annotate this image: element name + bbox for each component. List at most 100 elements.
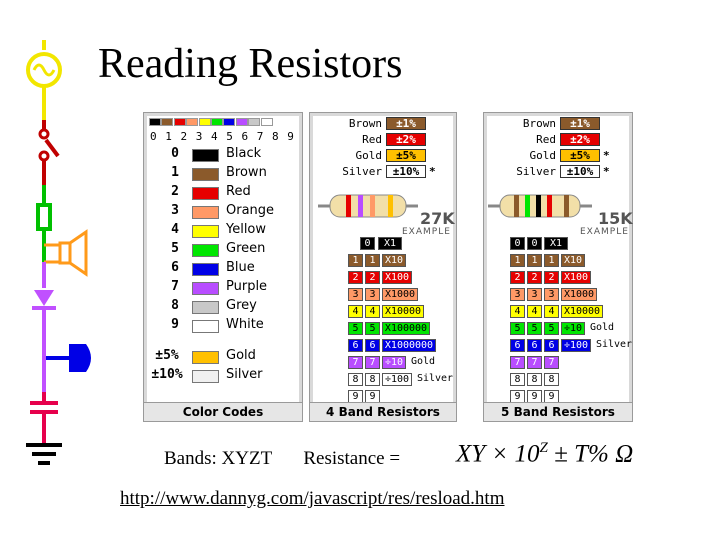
band-cell: 5: [544, 322, 559, 335]
band-cell: ÷100: [561, 339, 591, 352]
tolerance-row: Silver±10%*: [310, 165, 456, 179]
four-band-footer: 4 Band Resistors: [310, 402, 456, 421]
color-bar-swatch: [235, 118, 248, 126]
band-cell: 5: [348, 322, 363, 335]
band-cell: 6: [510, 339, 525, 352]
header-cell: 0: [527, 237, 542, 250]
color-name: Orange: [226, 203, 275, 218]
color-codes-footer: Color Codes: [144, 402, 302, 421]
band-cell: 3: [544, 288, 559, 301]
header-cell: X1: [544, 237, 568, 250]
resistor-icon: [36, 185, 52, 262]
tolerance-row: Gold±5%*: [484, 149, 630, 163]
tolerance-row: Silver±10%*: [484, 165, 630, 179]
band-cell: 3: [510, 288, 525, 301]
band-cell: X10000: [561, 305, 603, 318]
tolerance-box: ±1%: [386, 117, 426, 130]
tolerance-label: Brown: [348, 117, 382, 130]
band-cell: X1000000: [382, 339, 436, 352]
tolerance-label: Gold: [355, 149, 383, 162]
band-cell: 4: [527, 305, 542, 318]
color-name: Silver: [226, 367, 263, 382]
color-bar-swatch: [161, 118, 174, 126]
color-name: Grey: [226, 298, 257, 313]
tolerance-label: Silver: [516, 165, 556, 178]
tolerance-row: Red±2%: [310, 133, 456, 147]
capacitor-icon: [30, 392, 58, 445]
digits-label: 0 1 2 3 4 5 6 7 8 9: [150, 130, 295, 143]
tolerance-label: Red: [362, 133, 382, 146]
color-bar-swatch: [149, 118, 161, 126]
band-cell: X10000: [382, 305, 424, 318]
color-code-row: 0 Black: [144, 146, 302, 165]
band-cell: 4: [544, 305, 559, 318]
band-cell: 6: [544, 339, 559, 352]
color-digit: 8: [171, 298, 179, 313]
color-name: Brown: [226, 165, 267, 180]
band-cell: X1000: [561, 288, 597, 301]
tolerance-box: ±1%: [560, 117, 600, 130]
color-swatch: [192, 320, 219, 333]
band-cell: 1: [348, 254, 363, 267]
resistor-example-icon: [318, 194, 418, 218]
multiplier-name: Gold: [589, 322, 615, 333]
battery-icon: [42, 340, 91, 392]
example-label: EXAMPLE: [580, 227, 629, 237]
color-bar-swatch: [223, 118, 236, 126]
color-digit: 0: [171, 146, 179, 161]
band-cell: 8: [365, 373, 380, 386]
color-digit: 2: [171, 184, 179, 199]
color-bar-swatch: [173, 118, 186, 126]
reference-link[interactable]: http://www.dannyg.com/javascript/res/res…: [120, 488, 505, 509]
band-cell: 4: [348, 305, 363, 318]
band-cell: 8: [544, 373, 559, 386]
band-cell: X100000: [382, 322, 430, 335]
tolerance-code-row: ±5%Gold: [144, 348, 302, 367]
band-cell: 3: [348, 288, 363, 301]
ground-icon: [26, 443, 62, 465]
band-cell: 4: [365, 305, 380, 318]
tolerance-code-row: ±10%Silver: [144, 367, 302, 386]
band-cell: X100: [561, 271, 591, 284]
five-band-panel: Brown±1%Red±2%Gold±5%*Silver±10%* 15K EX…: [483, 112, 633, 422]
band-cell: 8: [510, 373, 525, 386]
color-bar: [149, 118, 273, 126]
band-cell: 7: [348, 356, 363, 369]
color-swatch: [192, 149, 219, 162]
page-title: Reading Resistors: [98, 41, 403, 87]
band-cell: 3: [527, 288, 542, 301]
switch-icon: [38, 120, 60, 185]
multiplier-name: Gold: [410, 356, 436, 367]
resistance-label: Resistance =: [303, 448, 401, 469]
color-swatch: [192, 301, 219, 314]
formula-tail: ± T% Ω: [554, 440, 634, 468]
tolerance-row: Red±2%: [484, 133, 630, 147]
band-cell: 2: [510, 271, 525, 284]
example-value: 15K: [598, 209, 633, 228]
circuit-symbols-strip: [26, 40, 91, 465]
band-cell: 5: [365, 322, 380, 335]
example-value: 27K: [420, 209, 455, 228]
color-name: Black: [226, 146, 262, 161]
four-band-panel: Brown±1%Red±2%Gold±5%Silver±10%* 27K EXA…: [309, 112, 457, 422]
resistor-example-icon: [488, 194, 592, 218]
band-cell: 8: [527, 373, 542, 386]
color-name: Purple: [226, 279, 268, 294]
band-cell: 1: [365, 254, 380, 267]
color-name: Green: [226, 241, 266, 256]
multiplier-name: Silver: [595, 339, 633, 350]
color-bar-swatch: [211, 118, 223, 126]
color-bar-swatch: [198, 118, 211, 126]
band-cell: ÷10: [382, 356, 406, 369]
band-cell: 2: [365, 271, 380, 284]
color-swatch: [192, 206, 219, 219]
color-digit: 3: [171, 203, 179, 218]
tolerance-box: ±10%: [386, 165, 426, 178]
band-cell: 7: [527, 356, 542, 369]
band-cell: ÷100: [382, 373, 412, 386]
